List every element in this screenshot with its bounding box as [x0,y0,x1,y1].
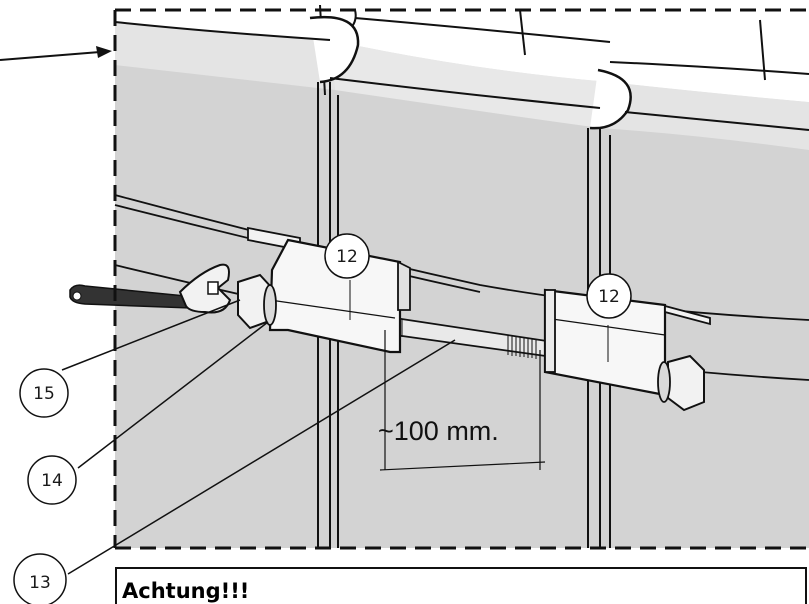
callout-12-left-label: 12 [336,247,358,267]
rod-thread [507,335,537,359]
bracket-left [247,226,411,354]
top-rail [114,4,809,131]
warning-title: Achtung!!! [122,579,249,603]
callout-15-label: 15 [33,384,55,404]
callout-15: 15 [19,368,69,418]
nut-left [237,273,277,330]
callout-13-label: 13 [29,573,51,593]
warning-box: Achtung!!! [115,567,807,604]
nut-right [657,354,705,412]
wall-panels [115,22,809,548]
callout-12-right: 12 [586,273,632,319]
detail-frame [113,8,809,550]
callout-12-right-label: 12 [598,287,620,307]
wrench-icon [69,263,232,314]
pointer-arrow [0,46,112,61]
leader-lines [61,299,456,575]
callout-14-label: 14 [41,471,63,491]
dimension-label: ~100 mm. [378,416,499,446]
callout-14: 14 [27,455,77,505]
callout-13: 13 [13,553,67,604]
callout-12-left: 12 [324,233,370,279]
dimension-line [379,330,546,471]
